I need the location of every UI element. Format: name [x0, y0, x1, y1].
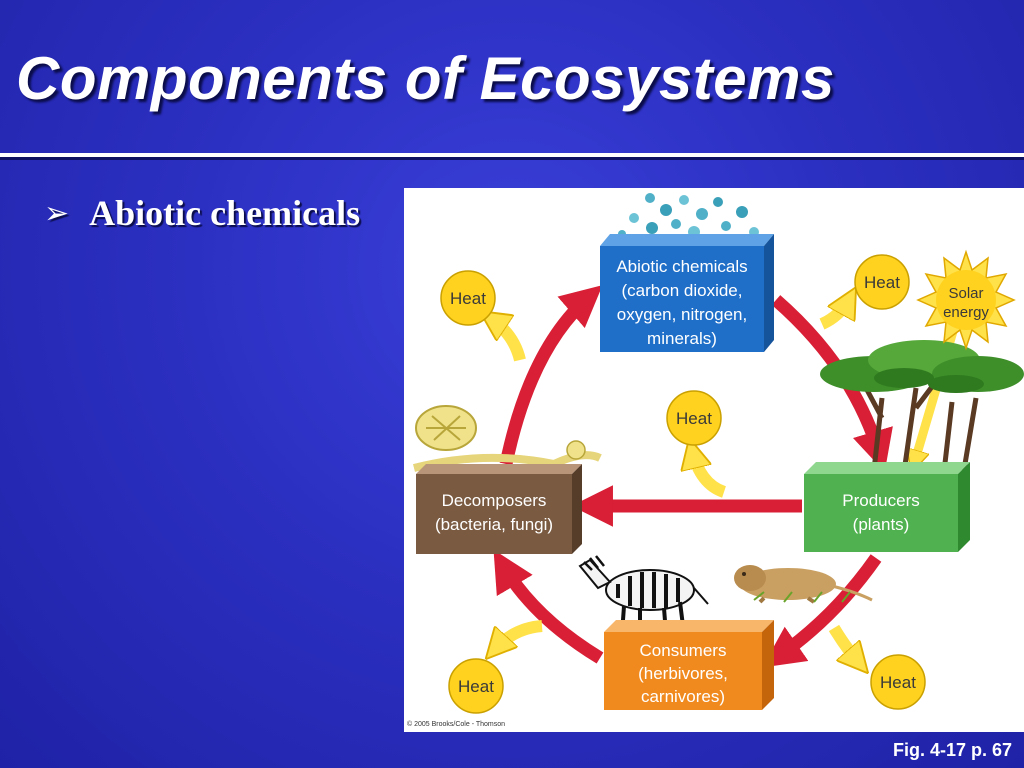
decomposers-box: Decomposers (bacteria, fungi)	[416, 464, 582, 554]
trees-icon	[820, 340, 1024, 473]
heat-circle-top-left: Heat	[440, 270, 496, 326]
consumers-label: Consumers	[640, 641, 727, 660]
consumers-label: (herbivores,	[638, 664, 728, 683]
producers-box: Producers (plants)	[804, 462, 970, 552]
producers-label: Producers	[842, 491, 919, 510]
bullet-item: ➢ Abiotic chemicals	[44, 192, 360, 234]
heat-arrow-top-right	[819, 298, 850, 330]
heat-label: Heat	[864, 273, 900, 292]
decomposers-label: (bacteria, fungi)	[435, 515, 553, 534]
title-divider-shadow	[0, 157, 1024, 160]
abiotic-chemicals-box: Abiotic chemicals (carbon dioxide, oxyge…	[600, 234, 774, 352]
bones-icon	[413, 405, 602, 472]
solar-label: energy	[943, 304, 989, 321]
heat-label: Heat	[458, 677, 494, 696]
heat-circle-bottom-right: Heat	[870, 654, 926, 710]
heat-circle-top-right: Heat	[854, 254, 910, 310]
heat-label: Heat	[676, 409, 712, 428]
abiotic-label: oxygen, nitrogen,	[617, 305, 747, 324]
heat-label: Heat	[450, 289, 486, 308]
ecosystem-diagram: Abiotic chemicals (carbon dioxide, oxyge…	[404, 188, 1024, 732]
consumers-label: carnivores)	[641, 687, 725, 706]
ecosystem-diagram-svg: Abiotic chemicals (carbon dioxide, oxyge…	[407, 193, 1024, 728]
abiotic-label: (carbon dioxide,	[622, 281, 743, 300]
grass-decoration-right	[753, 591, 851, 603]
cycle-arrow-consumers-to-decomposers	[493, 549, 604, 664]
figure-reference: Fig. 4-17 p. 67	[892, 740, 1012, 760]
decomposers-label: Decomposers	[442, 491, 547, 510]
producers-label: (plants)	[853, 515, 910, 534]
heat-circle-center: Heat	[666, 390, 722, 446]
copyright-text: © 2005 Brooks/Cole - Thomson	[407, 720, 505, 728]
molecules-icon	[618, 193, 759, 244]
heat-arrow-center	[692, 450, 727, 498]
title-divider	[0, 153, 1024, 157]
abiotic-label: Abiotic chemicals	[616, 257, 747, 276]
heat-arrow-bottom-left	[494, 620, 543, 650]
solar-label: Solar	[948, 285, 983, 302]
consumers-box: Consumers (herbivores, carnivores)	[604, 620, 774, 710]
arrow-bullet-icon: ➢	[44, 195, 70, 231]
bullet-text: Abiotic chemicals	[89, 193, 361, 233]
sun-icon: Solar energy	[916, 249, 1016, 351]
cycle-arrow-producers-to-consumers	[762, 554, 882, 668]
slide-title: Components of Ecosystems	[16, 45, 835, 112]
heat-arrow-bottom-right	[828, 624, 860, 664]
cycle-arrow-decomposers-to-abiotic	[499, 285, 603, 466]
heat-circle-bottom-left: Heat	[448, 658, 504, 714]
heat-label: Heat	[880, 673, 916, 692]
abiotic-label: minerals)	[647, 329, 717, 348]
heat-arrow-top-left	[490, 318, 526, 362]
